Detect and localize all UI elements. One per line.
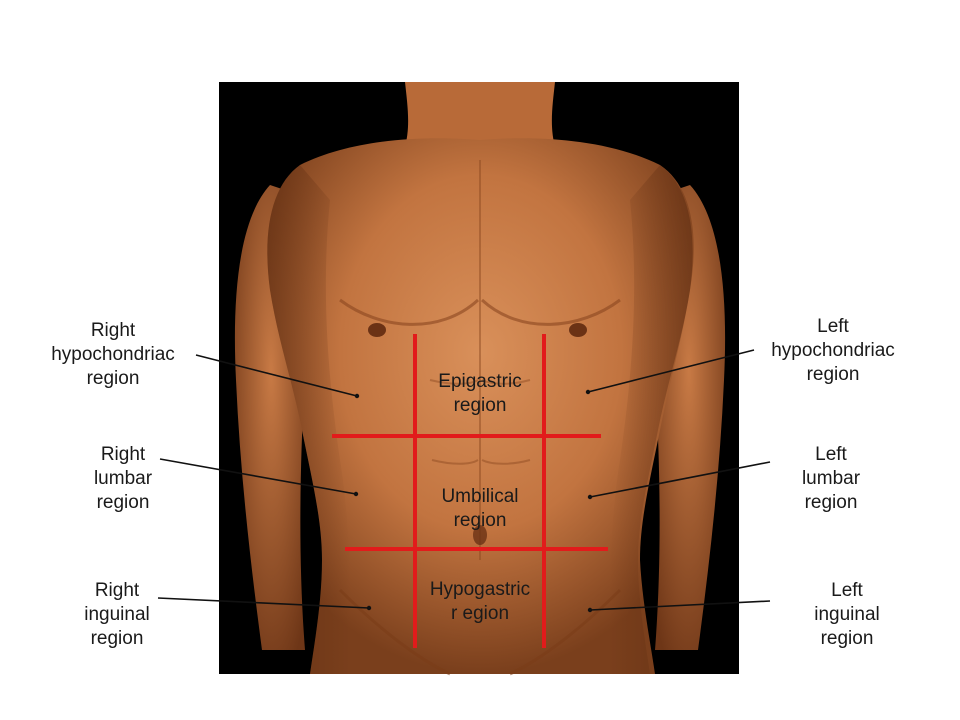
label-right-lumbar: Right lumbar region [93, 444, 153, 513]
label-epigastric: Epigastric region [438, 371, 522, 416]
navel [473, 525, 487, 545]
label-left-lumbar: Left lumbar region [801, 444, 861, 513]
right-nipple [368, 323, 386, 337]
label-hypogastric: Hypogastric r egion [429, 579, 531, 624]
leader-lines [157, 349, 771, 611]
torso [267, 138, 694, 674]
label-left-hypochondriac: Left hypochondriac region [771, 316, 895, 385]
label-right-hypochondriac: Right hypochondriac region [51, 320, 175, 389]
label-umbilical: Umbilical region [441, 486, 519, 531]
left-nipple [569, 323, 587, 337]
label-right-inguinal: Right inguinal region [84, 580, 150, 649]
label-left-inguinal: Left inguinal region [814, 580, 880, 649]
